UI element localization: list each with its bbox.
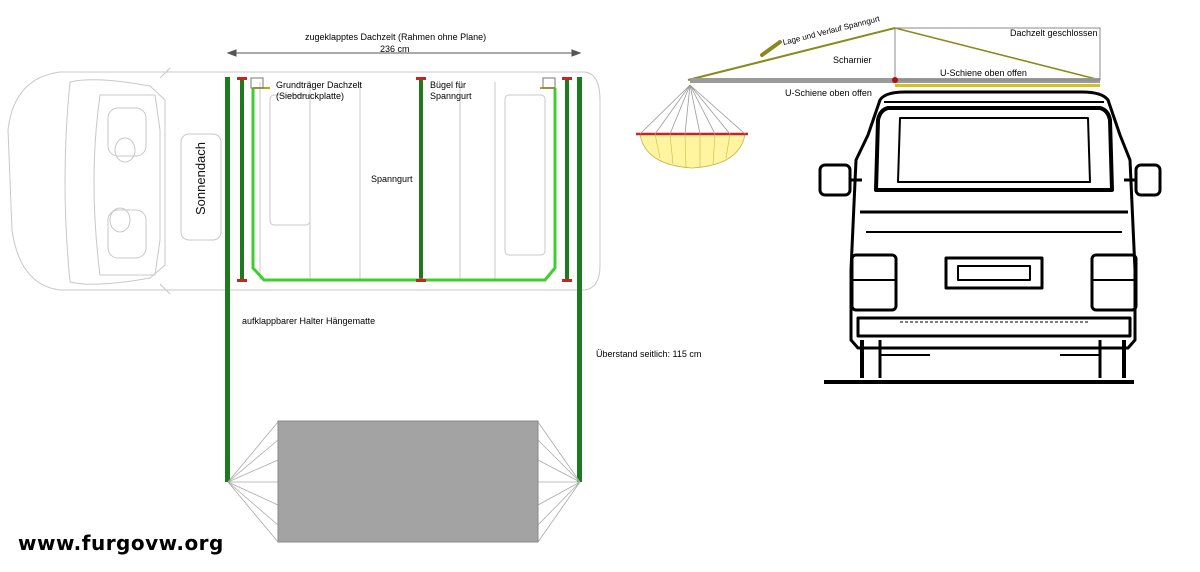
awning — [636, 84, 748, 169]
right-outer-pole — [577, 77, 582, 482]
tent-frame — [225, 77, 582, 482]
rail-top-label: U-Schiene oben offen — [940, 68, 1027, 78]
hinge-label: Scharnier — [833, 55, 872, 65]
tent-closed-label: Dachzelt geschlossen — [1010, 28, 1098, 38]
width-dimension-line — [226, 49, 582, 57]
left-outer-pole — [225, 77, 230, 482]
right-inner-pole — [565, 77, 569, 282]
strap-label: Spanngurt — [371, 174, 413, 184]
u-rail-top-strip — [895, 84, 1100, 87]
rail-bottom-label: U-Schiene oben offen — [785, 88, 872, 98]
strap-bracket-label: Bügel für Spanngurt — [430, 80, 472, 101]
frame-joints — [237, 77, 572, 282]
strap-outline — [251, 88, 557, 282]
strap-marker-icon — [760, 40, 782, 57]
center-pole — [419, 77, 423, 282]
van-rear-view — [849, 90, 1138, 378]
hinge-dot — [892, 77, 898, 83]
hammock — [227, 420, 581, 543]
sunroof-panel — [180, 133, 222, 241]
van-mirrors — [818, 163, 1162, 197]
base-carrier-label: Grundträger Dachzelt (Siebdruckplatte) — [276, 80, 363, 101]
van-top-view — [7, 67, 601, 295]
side-overhang-label: Überstand seitlich: 115 cm — [596, 349, 702, 359]
watermark: www.furgovw.org — [18, 531, 224, 555]
hammock-fabric — [277, 420, 539, 543]
tent-title-label: zugeklapptes Dachzelt (Rahmen ohne Plane… — [305, 32, 487, 42]
left-inner-pole — [240, 77, 244, 282]
width-measure-label: 236 cm — [380, 44, 410, 54]
sunroof-label: Sonnendach — [193, 141, 208, 215]
hammock-holder-label: aufklappbarer Halter Hängematte — [242, 316, 376, 326]
roof-tent-side — [687, 27, 1101, 87]
